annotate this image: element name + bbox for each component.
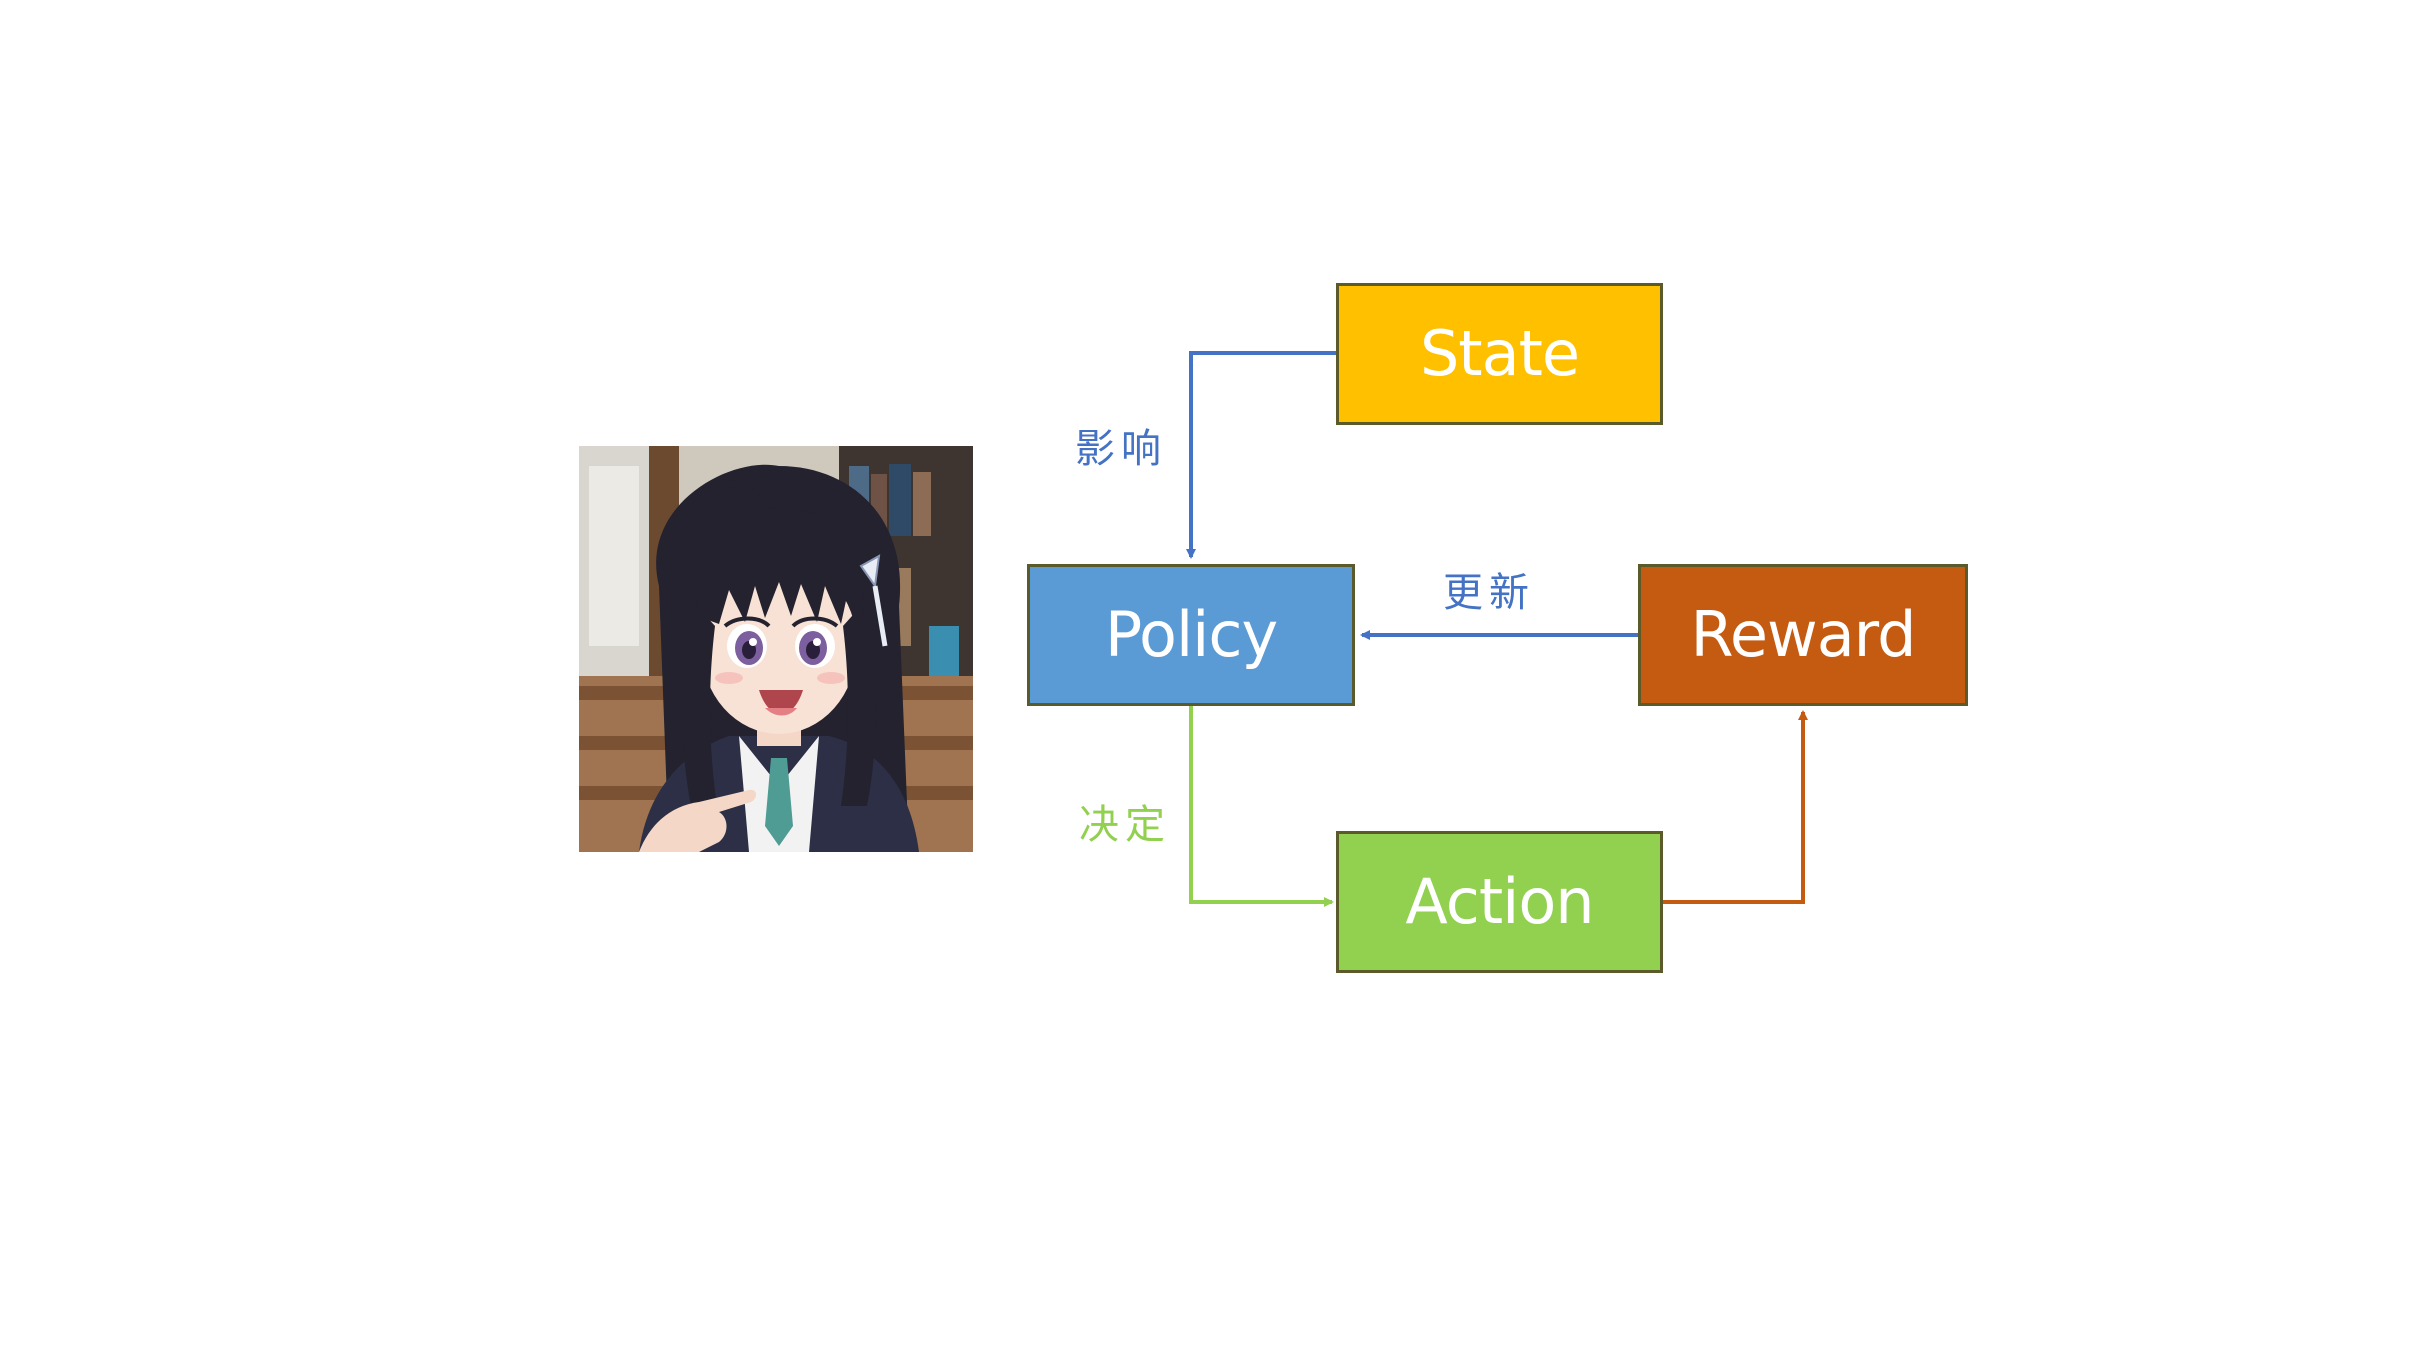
node-state: State <box>1336 283 1663 425</box>
node-action: Action <box>1336 831 1663 973</box>
edge-action-to-reward <box>1663 710 1808 904</box>
edge-state-to-policy <box>1186 351 1336 559</box>
node-reward-label: Reward <box>1690 598 1917 671</box>
node-policy: Policy <box>1027 564 1355 706</box>
node-reward: Reward <box>1638 564 1968 706</box>
edge-label-influence: 影响 <box>1075 426 1167 472</box>
node-action-label: Action <box>1405 865 1594 938</box>
edge-label-decide: 决定 <box>1079 802 1171 848</box>
node-state-label: State <box>1419 317 1580 390</box>
node-policy-label: Policy <box>1104 598 1278 671</box>
character-illustration <box>579 446 973 852</box>
edge-label-update: 更新 <box>1443 570 1535 616</box>
edge-policy-to-action <box>1189 705 1334 907</box>
